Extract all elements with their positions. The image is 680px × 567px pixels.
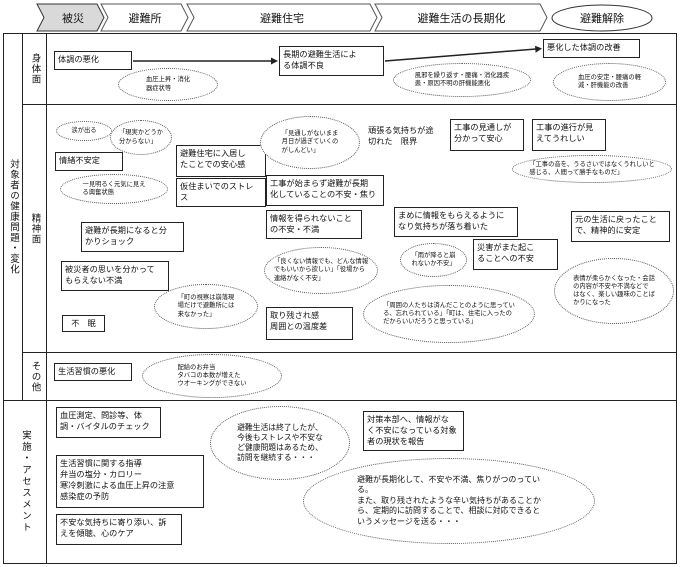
bubble-genjitsu-text: 「現実かどうか 分からない」 — [118, 129, 164, 145]
box-matomete: まめに情報をもらえるように なり気持ちが落ち着いた — [394, 207, 518, 237]
box-karizumai: 仮住まいでのストレ ス — [176, 178, 266, 207]
box-ketsuatsu-sokutei: 血圧測定、問診等、体 調・バイタルのチェック — [56, 407, 161, 438]
stage-label-kaijo: 避難解除 — [580, 11, 624, 25]
bubble-ame-text: 「雨が降ると崩 れないか不安」 — [411, 251, 456, 267]
box-taicho-akka: 体調の悪化 — [54, 51, 132, 70]
box-taisaku: 対策本部へ、情報がな く不安になっている対象 者の現状を報告 — [363, 411, 464, 451]
stage-arrow-hinan-jutaku — [186, 3, 378, 32]
stage-oval-kaijo — [551, 4, 653, 32]
bubble-bento: 配給のお弁当 タバコの本数が増えた ウオーキングができない — [142, 354, 282, 398]
bubble-shui-text: 「周囲の人たちは済んだことのように思ってい る、忘れられている」「町は、住宅に入… — [383, 301, 515, 326]
row-label-seishin: 精神面 — [23, 105, 46, 352]
box-koji-mitoshi: 工事の見通しが 分かって安心 — [450, 119, 524, 151]
box-chouki-taicho-furyo: 長期の避難生活によ る体調不良 — [279, 46, 384, 76]
oval-chokika-text: 避難が長期化して、不安や不満、焦りがつのってい る。 また、取り残されたような辛… — [357, 475, 541, 526]
bubble-ketsuatsu-antei: 血圧の安定・腰痛の軽 減・肝機能の改善 — [553, 63, 666, 101]
bubble-yoi-joho-text: 「良くない情報でも、どんな情報 でもいいから欲しい」「役場から 連絡がなく不安」 — [273, 258, 369, 282]
box-yorisoi: 不安な気持ちに寄り添い、訴 えを傾聴、心のケア — [56, 514, 182, 545]
box-anshin: 避難住宅に入居し たことでの安心感 — [176, 145, 266, 177]
bubble-namida-text: 涙が出る — [71, 126, 97, 134]
row-label-sonota: その他 — [23, 353, 46, 400]
bubble-bento-text: 配給のお弁当 タバコの本数が増えた ウオーキングができない — [177, 363, 247, 388]
row-label-shintai-text: 身体面 — [29, 53, 41, 85]
box-koji-shinko: 工事の進行が見 えてうれしい — [532, 119, 606, 151]
bubble-ame: 「雨が降ると崩 れないか不安」 — [400, 243, 467, 277]
stage-label-chokika: 避難生活の長期化 — [417, 11, 506, 25]
box-joho-erarenai: 情報を得られないこと の不安・不満 — [266, 210, 362, 239]
flow-arrow-1-head — [271, 57, 278, 65]
oval-shuryo: 避難生活は終了したが、 今後もストレスや不安な ど健康問題はあるため、 訪問を継… — [210, 406, 350, 480]
bubble-oto-text: 「工事の音を、うるさいではなくうれしいと 感じる、人間って勝手なものだ」 — [529, 160, 655, 176]
box-ganbaru: 頑張る気持ちが途 切れた 限界 — [364, 122, 442, 152]
box-seikatsu-shukan: 生活習慣の悪化 — [54, 363, 132, 381]
row-label-sonota-text: その他 — [29, 360, 41, 393]
bubble-hyojo-text: 表情が柔らかくなった・会話 の内容が不安や不満などで はなく、楽しい趣味のことば… — [573, 274, 655, 307]
outer-frame — [3, 33, 677, 564]
box-torinokosare: 取り残され感 周囲との温度差 — [266, 307, 353, 340]
bubble-genki: 一見明るく元気に見え る興奮状態 — [60, 174, 168, 204]
box-saigai: 災害がまた起こ ることへの不安 — [473, 239, 558, 270]
row-label-jisshi-text: 実施・アセスメント — [20, 430, 31, 534]
flow-arrow-2-head — [535, 45, 542, 53]
box-moto-seikatsu: 元の生活に戻ったこと で、精神的に安定 — [571, 211, 670, 242]
bubble-genjitsu: 「現実かどうか 分からない」 — [110, 120, 172, 155]
box-shido: 生活習慣に関する指導 弁当の塩分・カロリー 寒冷刺激による血圧上昇の注意 感染症… — [56, 455, 204, 508]
bubble-oto: 「工事の音を、うるさいではなくうれしいと 感じる、人間って勝手なものだ」 — [512, 155, 672, 183]
stage-arrow-hinanjo — [100, 3, 189, 32]
bubble-kaze-text: 風邪を繰り返す・腰痛・消化器疾 患・原因不明の肝機能悪化 — [414, 71, 510, 87]
flow-arrow-2 — [384, 48, 537, 62]
bubble-namida: 涙が出る — [56, 121, 112, 141]
stage-arrow-chokika — [374, 3, 548, 32]
bubble-ketsuatsu-antei-text: 血圧の安定・腰痛の軽 減・肝機能の改善 — [578, 73, 641, 89]
stage-label-hinanjo: 避難所 — [128, 11, 162, 25]
box-omoi: 被災者の思いを分かって もらえない不満 — [61, 261, 169, 291]
row-label-main: 対象者の健康問題・変化 — [4, 34, 22, 400]
oval-chokika: 避難が長期化して、不安や不満、焦りがつのってい る。 また、取り残されたような辛… — [303, 458, 595, 544]
bubble-yoi-joho: 「良くない情報でも、どんな情報 でもいいから欲しい」「役場から 連絡がなく不安」 — [264, 247, 378, 294]
bubble-ketsuatsu-text: 血圧上昇・消化 器症状等 — [145, 76, 191, 92]
bubble-machi-text: 「町の視察は崩落現 場だけで避難所には 来なかった」 — [177, 294, 235, 318]
oval-shuryo-text: 避難生活は終了したが、 今後もストレスや不安な ど健康問題はあるため、 訪問を継… — [237, 422, 323, 463]
row-label-main-text: 対象者の健康問題・変化 — [8, 159, 19, 275]
box-fumin: 不 眠 — [62, 315, 105, 332]
stage-label-hinan-jutaku: 避難住宅 — [260, 11, 304, 25]
bubble-machi: 「町の視察は崩落現 場だけで避難所には 来なかった」 — [154, 284, 258, 329]
row-label-seishin-text: 精神面 — [29, 212, 41, 245]
box-taicho-kaizen: 悪化した体調の改善 — [543, 39, 640, 58]
bubble-shui: 「周囲の人たちは済んだことのように思ってい る、忘れられている」「町は、住宅に入… — [363, 285, 535, 343]
bubble-hyojo: 表情が柔らかくなった・会話 の内容が不安や不満などで はなく、楽しい趣味のことば… — [554, 258, 674, 324]
stage-arrow-hisai — [36, 3, 105, 32]
row-label-shintai: 身体面 — [23, 34, 46, 104]
bubble-mitoshi: 「見通しがないまま 月日が過ぎていくの がしんどい」 — [260, 116, 360, 169]
bubble-mitoshi-text: 「見通しがないまま 月日が過ぎていくの がしんどい」 — [281, 130, 339, 154]
bubble-kaze: 風邪を繰り返す・腰痛・消化器疾 患・原因不明の肝機能悪化 — [393, 63, 531, 97]
row-label-jisshi: 実施・アセスメント — [4, 401, 46, 563]
bubble-ketsuatsu: 血圧上昇・消化 器症状等 — [118, 68, 218, 101]
box-chokika-shock: 避難が長期になると分 かりショック — [81, 222, 184, 252]
box-koji-hajimarazu: 工事が始まらず避難が長期 化していることの不安・焦り — [266, 175, 384, 206]
bubble-genki-text: 一見明るく元気に見え る興奮状態 — [82, 180, 146, 196]
stage-label-hisai: 被災 — [62, 11, 84, 25]
box-jocho-fuantei: 情緒不安定 — [55, 152, 123, 171]
